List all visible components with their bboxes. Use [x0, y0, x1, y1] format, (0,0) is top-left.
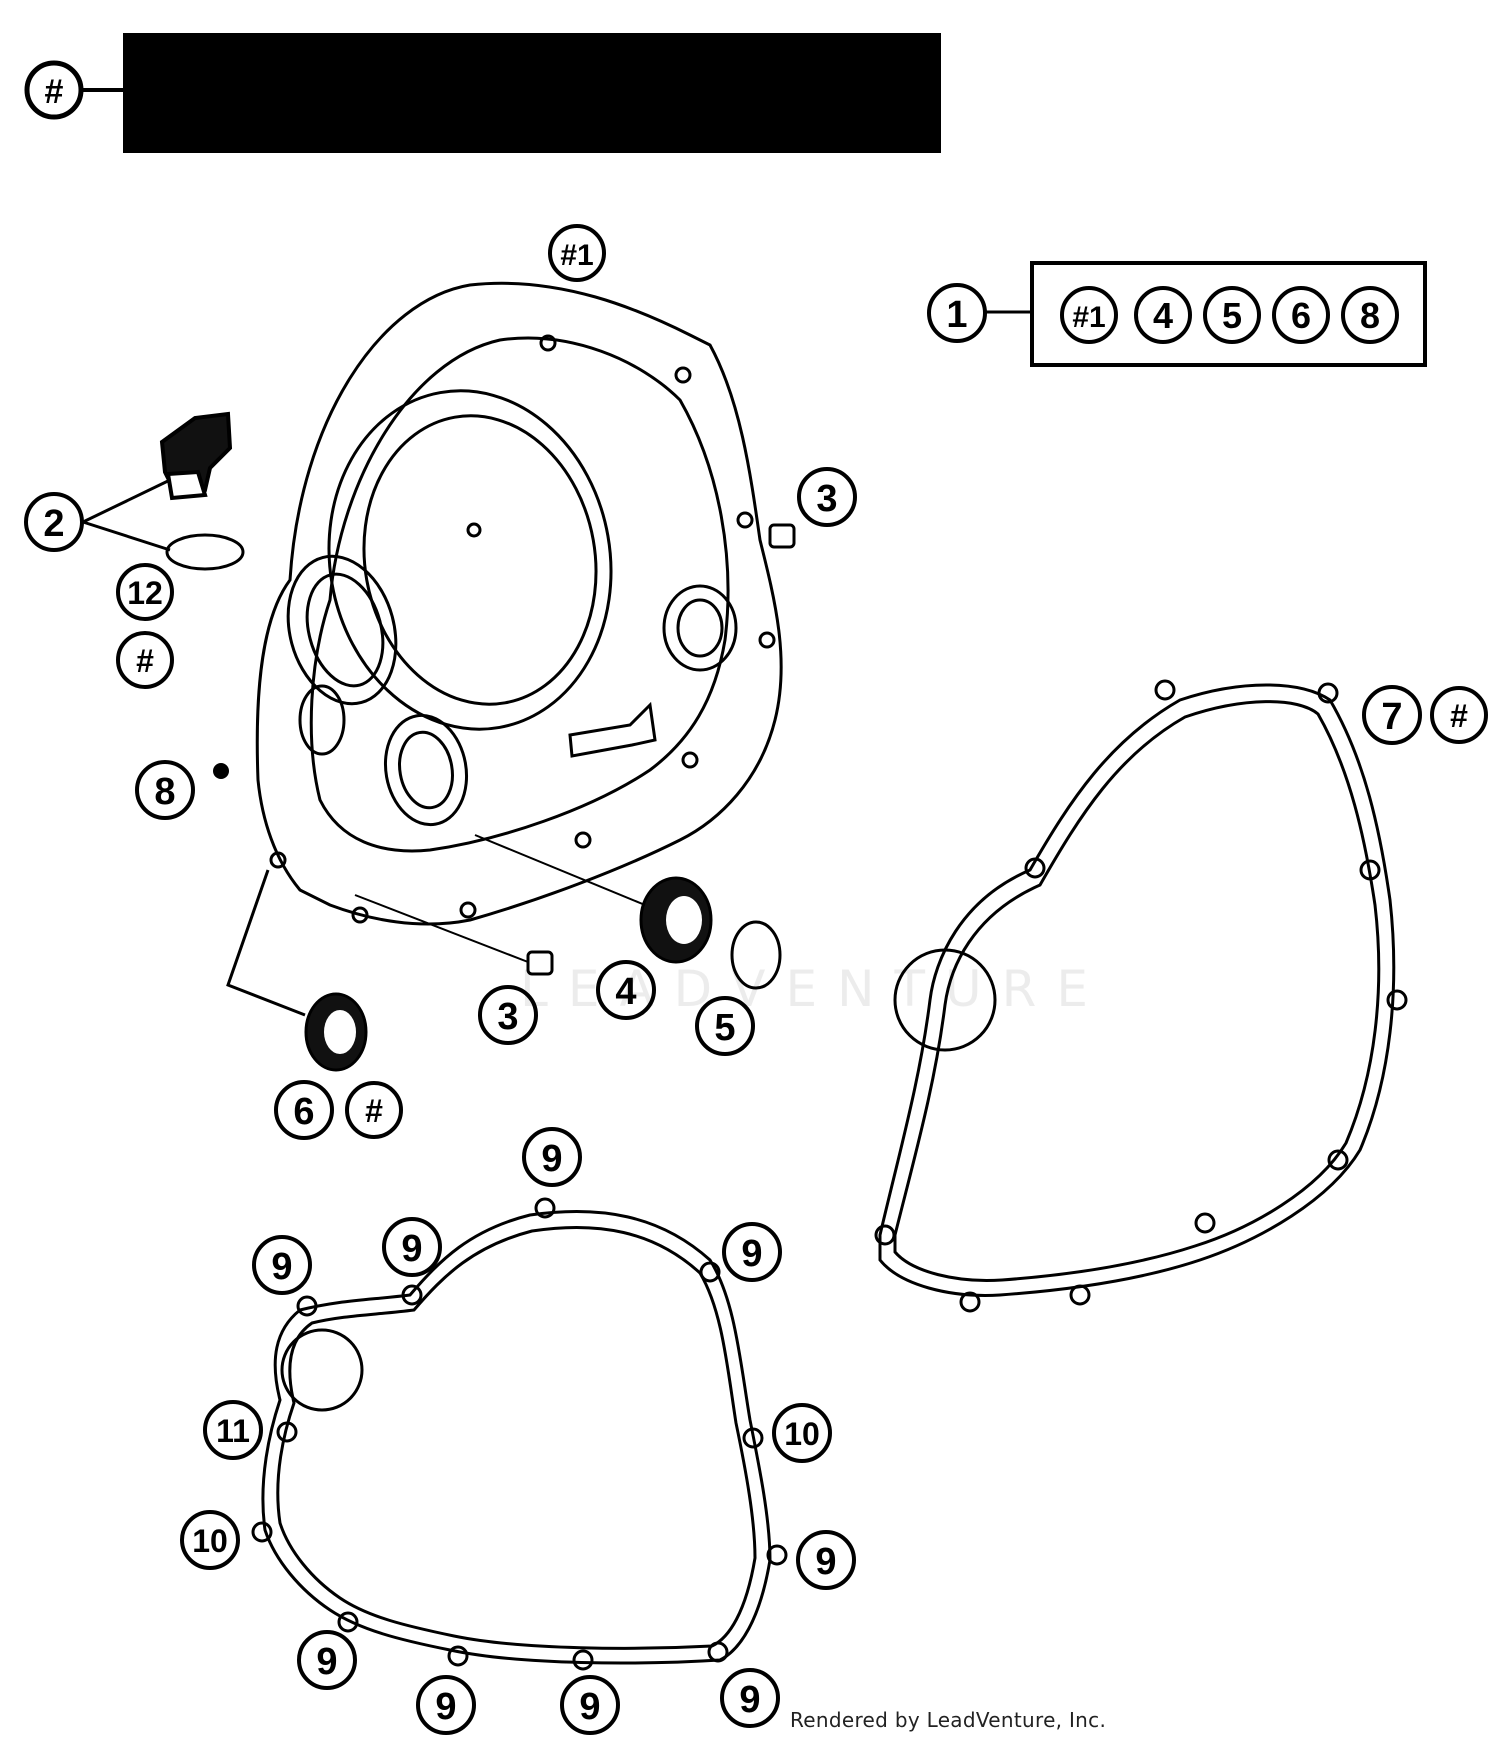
callout-gasket-bolt[interactable]: 9 [722, 1222, 782, 1282]
callout-gasket-note[interactable]: # [1430, 686, 1488, 744]
callout-oil-seal[interactable]: 6 [274, 1080, 334, 1140]
callout-gasket-bolt[interactable]: 9 [522, 1127, 582, 1187]
svg-text:1: 1 [946, 294, 967, 336]
svg-text:4: 4 [1153, 295, 1173, 336]
svg-text:12: 12 [127, 575, 163, 611]
svg-text:9: 9 [739, 1679, 760, 1721]
callout-cover-kit[interactable]: 1 [927, 283, 987, 343]
callout-plug-o-ring[interactable]: 12 [116, 563, 174, 621]
dowel-pin-upper[interactable] [768, 523, 796, 549]
dowel-pin-lower[interactable] [526, 950, 554, 976]
svg-text:6: 6 [293, 1091, 314, 1133]
callout-cover[interactable]: #1 [548, 224, 606, 282]
svg-text:3: 3 [497, 996, 518, 1038]
inspection-window[interactable] [639, 876, 713, 964]
callout-dowel-upper[interactable]: 3 [797, 467, 857, 527]
svg-text:9: 9 [435, 1686, 456, 1728]
callout-gasket-bolt-long[interactable]: 10 [772, 1403, 832, 1463]
kit-item[interactable]: 4 [1134, 286, 1192, 344]
svg-text:#: # [136, 643, 154, 679]
callout-gasket-bolt[interactable]: 9 [297, 1630, 357, 1690]
svg-text:#: # [365, 1093, 383, 1129]
svg-text:10: 10 [784, 1416, 820, 1452]
callout-plug-o-ring-note[interactable]: # [116, 631, 174, 689]
callout-gasket-bolt-long[interactable]: 10 [180, 1510, 240, 1570]
svg-text:5: 5 [1222, 295, 1242, 336]
callout-small-part[interactable]: 8 [135, 760, 195, 820]
svg-text:11: 11 [216, 1413, 250, 1449]
oil-seal-leader [226, 869, 306, 1017]
kit-box [1030, 261, 1427, 367]
rendered-credit: Rendered by LeadVenture, Inc. [790, 1708, 1107, 1732]
callout-gasket-bolt[interactable]: 9 [416, 1675, 476, 1735]
plug-o-ring[interactable] [165, 533, 245, 571]
kit-item[interactable]: #1 [1060, 286, 1118, 344]
svg-text:6: 6 [1291, 295, 1311, 336]
window-leader [474, 834, 646, 906]
callout-gasket-bolt[interactable]: 9 [382, 1217, 442, 1277]
svg-text:9: 9 [401, 1228, 422, 1270]
small-part[interactable] [213, 763, 229, 779]
callout-window-seal[interactable]: 4 [596, 960, 656, 1020]
svg-text:5: 5 [714, 1007, 735, 1049]
watermark: LEADVENTURE [520, 960, 1108, 1018]
kit-item[interactable]: 5 [1203, 286, 1261, 344]
svg-text:4: 4 [615, 971, 636, 1013]
oil-filler-plug[interactable] [159, 411, 233, 501]
kit-item[interactable]: 8 [1341, 286, 1399, 344]
dowel-leader [354, 894, 529, 963]
svg-text:9: 9 [271, 1246, 292, 1288]
cover-gasket-bottom[interactable] [251, 1197, 788, 1671]
callout-gasket-bolt-special[interactable]: 11 [203, 1400, 263, 1460]
svg-text:9: 9 [316, 1641, 337, 1683]
header-callout[interactable]: # [24, 60, 84, 120]
callout-gasket-bolt[interactable]: 9 [720, 1668, 780, 1728]
svg-text:9: 9 [579, 1686, 600, 1728]
callout-gasket-bolt[interactable]: 9 [560, 1675, 620, 1735]
callout-window-o-ring[interactable]: 5 [695, 996, 755, 1056]
callout-dowel-lower[interactable]: 3 [478, 985, 538, 1045]
svg-text:9: 9 [541, 1138, 562, 1180]
svg-text:9: 9 [815, 1541, 836, 1583]
cover-gasket-right[interactable] [874, 679, 1408, 1313]
svg-text:#1: #1 [1072, 301, 1105, 334]
oil-seal[interactable] [304, 992, 368, 1072]
svg-text:2: 2 [43, 503, 64, 545]
callout-oil-seal-note[interactable]: # [345, 1081, 403, 1139]
svg-text:8: 8 [154, 771, 175, 813]
svg-text:3: 3 [816, 478, 837, 520]
clutch-cover[interactable] [255, 281, 783, 926]
svg-text:8: 8 [1360, 295, 1380, 336]
svg-text:#1: #1 [560, 239, 593, 272]
svg-text:#: # [1450, 698, 1468, 734]
svg-text:#: # [45, 73, 64, 111]
svg-text:10: 10 [192, 1523, 228, 1559]
svg-text:7: 7 [1381, 696, 1402, 738]
callout-gasket-bolt[interactable]: 9 [252, 1235, 312, 1295]
title-bar [123, 33, 941, 153]
kit-item[interactable]: 6 [1272, 286, 1330, 344]
callout-gasket[interactable]: 7 [1362, 685, 1422, 745]
callout-gasket-bolt[interactable]: 9 [796, 1530, 856, 1590]
callout-oil-plug[interactable]: 2 [24, 492, 84, 552]
plug-leaders [82, 478, 171, 552]
window-o-ring[interactable] [730, 920, 782, 990]
svg-text:9: 9 [741, 1233, 762, 1275]
